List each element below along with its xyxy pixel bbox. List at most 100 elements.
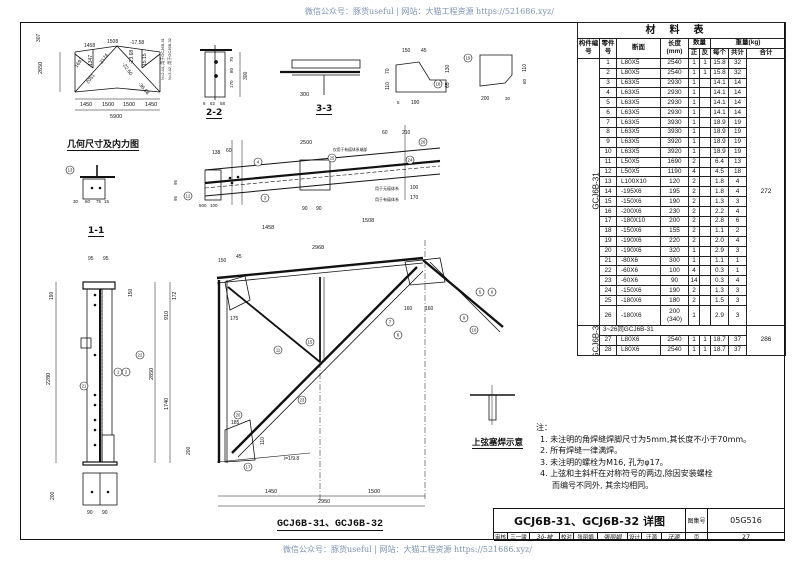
dimension-label: 1500 [123,102,135,108]
length: 3930 [660,127,689,138]
length: 3920 [660,146,689,158]
section: L100X10 [616,176,661,188]
part-number-callout: 25 [327,153,337,163]
qty-rev [699,107,711,119]
weight-total: 37 [728,344,747,356]
callout-circle [385,317,395,327]
part-number: 26 [599,305,617,327]
member-id-cell: GCJ6B-31 [577,57,600,327]
truss-elevation [216,240,504,507]
part-number: 5 [599,97,617,109]
dimension-label: 用于有檩体系 [375,196,399,202]
qty-rev [699,77,711,89]
part-number-callout: 4 [253,157,263,167]
dimension-label: 500 [199,203,207,208]
caption-geometry: 几何尺寸及内力图 [67,137,140,151]
dimension-label: 300 [243,71,249,80]
part-number: 1 [599,57,617,69]
dimension-label: 300 [300,92,309,98]
part-number-callout: 17 [243,462,253,472]
part-number: 28 [599,344,617,356]
dimension-label: 307 [36,33,42,42]
bolt-hole [93,393,97,397]
header-each: 每个 [710,47,729,59]
length: 1690 [660,156,689,168]
part-number: 7 [599,117,617,129]
part-number: 2 [599,67,617,79]
callout-circle [79,381,89,391]
caption-main-view: GCJ6B-31、GCJ6B-32 [277,514,384,531]
note-item: 1. 未注明的角焊缝焊脚尺寸为5mm,其长度不小于70mm。 [540,434,752,444]
part-number: 18 [599,225,617,237]
checker-name: 张丽娟 [574,533,598,541]
part-number: 18 [436,82,441,87]
weight-total: 13 [728,156,747,168]
part-number: 10 [599,146,617,158]
part-number: 12 [186,194,191,199]
weight-each: 1.8 [710,186,729,198]
section: -60X6 [616,265,661,277]
weight-each: 2.9 [710,305,729,327]
length: 190 [660,196,689,208]
section: -150X6 [616,196,661,208]
bolt-hole [106,490,110,494]
qty-pos: 4 [688,265,700,277]
dimension-label: i=1/9.8 [284,456,299,462]
dimension-label: -23.68 [129,50,135,64]
weight-each: 14.1 [710,87,729,99]
checker-signature: 張丽娟 [598,533,628,541]
qty-pos: 1 [688,117,700,129]
section: -60X6 [616,275,661,287]
part-number-callout: 5 [475,287,485,297]
dimension-label: 160 [425,306,434,312]
weight-each: 2.8 [710,216,729,227]
callout-circle [393,330,403,340]
qty-rev [699,225,711,237]
reviewer-name: 三一骏 [508,533,530,541]
dimension-label: 8 [203,101,206,106]
qty-rev [699,186,711,198]
callout-circle [243,462,253,472]
qty-pos: 14 [688,275,700,287]
callout-circle [418,137,428,147]
part-number: 19 [599,235,617,247]
caption-weld-detail: 上弦塞焊示意 [472,438,524,449]
length: 1190 [660,166,689,178]
qty-rev: 1 [699,334,711,346]
section: -150X6 [616,285,661,297]
part-number: 7 [389,320,392,325]
weight-total: 37 [728,334,747,346]
section: -190X6 [616,235,661,247]
dimension-label: 65 [445,82,451,88]
qty-rev [699,245,711,257]
part-number: 3 [264,196,267,201]
weight-each: 4.5 [710,166,729,178]
qty-rev [699,127,711,138]
qty-pos: 1 [688,67,700,79]
watermark-bottom: 微信公众号：豚货useful | 网站：大猫工程资源 https://52168… [283,545,532,554]
weight-each: 15.8 [710,67,729,79]
part-number: 22 [138,353,143,358]
qty-pos: 2 [688,206,700,218]
qty-pos: 1 [688,344,700,356]
weight-total: 19 [728,117,747,129]
weight-each: 18.7 [710,334,729,346]
length: 2540 [660,344,689,356]
section: -200X6 [616,206,661,218]
section: L63X5 [616,107,661,119]
length: 155 [660,225,689,237]
caption-section-1-1: 1-1 [88,226,105,237]
qty-pos: 1 [688,57,700,69]
length: 180 [660,295,689,307]
header-section: 断面 [616,38,661,59]
design-label: 设计 [628,533,642,541]
weight-each: 1.5 [710,295,729,307]
section: L50X5 [616,156,661,168]
bolt-hole [90,490,94,494]
weight-total: 19 [728,127,747,138]
dimension-label: 5 [397,100,400,105]
qty-pos: 1 [688,305,700,327]
